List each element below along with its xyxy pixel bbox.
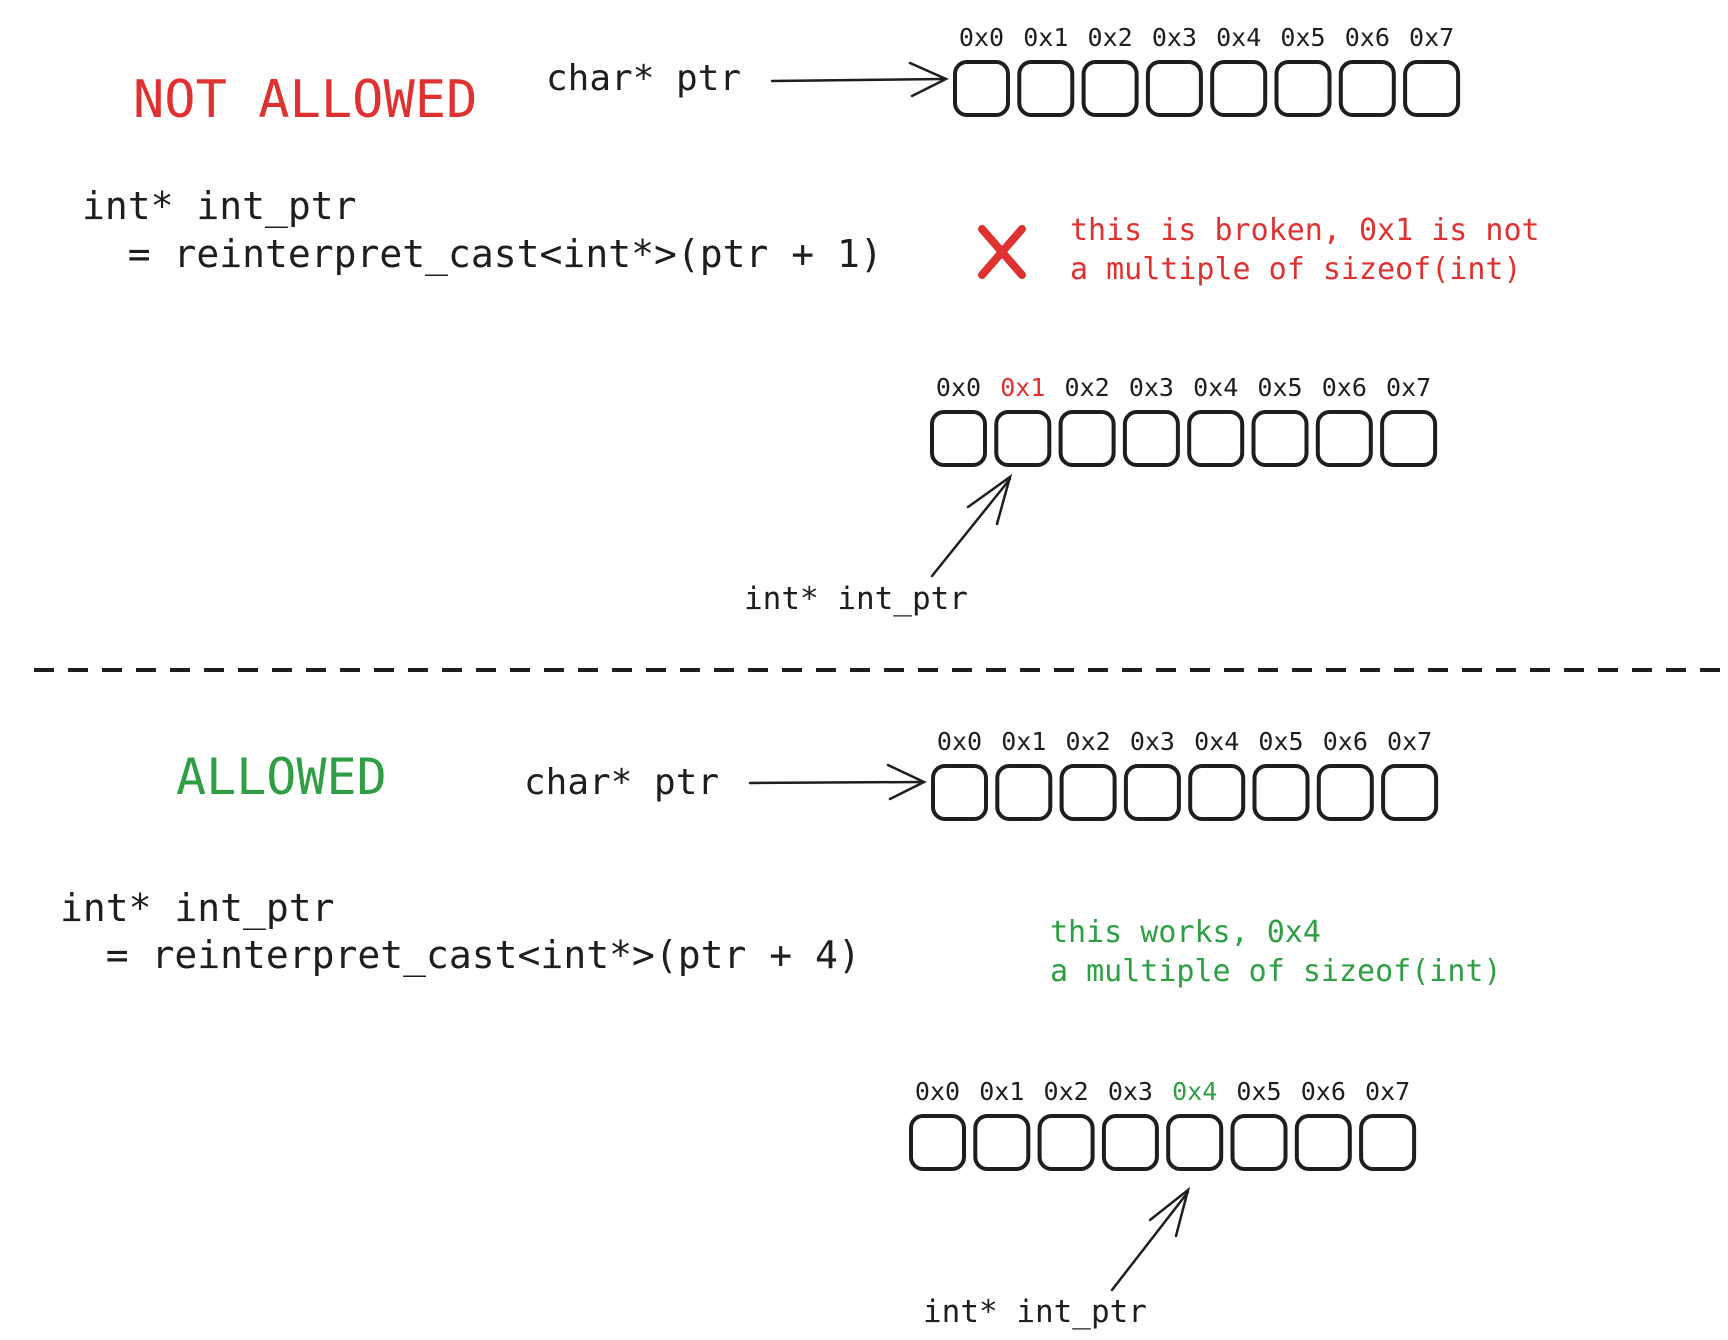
memory-cell [1274,60,1332,117]
x-mark-icon [978,225,1026,279]
memory-cell [1122,410,1180,467]
memory-cell [1145,60,1203,117]
memory-cell [1251,410,1309,467]
address-label: 0x2 [1044,1077,1089,1106]
address-label: 0x2 [1066,727,1111,756]
memory-cell [1380,410,1438,467]
memory-cell [1210,60,1268,117]
memory-cell [1187,410,1245,467]
broken-note-line1: this is broken, 0x1 is not [1070,213,1540,248]
address-label: 0x0 [915,1077,960,1106]
address-label: 0x3 [1108,1077,1153,1106]
address-label: 0x5 [1257,373,1302,402]
address-label: 0x3 [1152,23,1197,52]
address-label: 0x7 [1387,727,1432,756]
allowed-heading: ALLOWED [176,748,387,806]
memory-row-2: 0x0 0x1 0x2 0x3 0x4 0x5 0x6 0x7 [930,373,1438,467]
code-line2-allowed: = reinterpret_cast<int*>(ptr + 4) [60,933,861,978]
address-label: 0x0 [959,23,1004,52]
memory-cell [1252,764,1310,821]
int-ptr-label-not-allowed: int* int_ptr [744,581,968,617]
char-ptr-arrow-bottom [748,763,927,801]
address-label: 0x7 [1386,373,1431,402]
memory-cell [1316,764,1374,821]
address-label: 0x5 [1280,23,1325,52]
address-label: 0x7 [1409,23,1454,52]
int-ptr-arrow-allowed [1110,1186,1191,1292]
address-label: 0x6 [1345,23,1390,52]
address-label: 0x4 [1194,727,1239,756]
address-label: 0x6 [1322,373,1367,402]
broken-note-line2: a multiple of sizeof(int) [1070,252,1522,287]
memory-cell [1037,1114,1095,1171]
code-line2-not-allowed: = reinterpret_cast<int*>(ptr + 1) [82,232,883,277]
memory-cell [994,410,1052,467]
works-note-line2: a multiple of sizeof(int) [1050,954,1502,989]
memory-cell [973,1114,1031,1171]
address-label: 0x5 [1236,1077,1281,1106]
memory-row-1: 0x0 0x1 0x2 0x3 0x4 0x5 0x6 0x7 [953,23,1461,117]
memory-cell [1338,60,1396,117]
memory-cell [1315,410,1373,467]
memory-cell [1017,60,1075,117]
memory-row-4: 0x0 0x1 0x2 0x3 0x4 0x5 0x6 0x7 [909,1077,1417,1171]
address-label: 0x0 [936,373,981,402]
memory-cell [930,410,987,467]
char-ptr-label-bottom: char* ptr [524,762,719,803]
address-label: 0x1 [979,1077,1024,1106]
memory-cell [1381,764,1439,821]
address-label: 0x2 [1065,373,1110,402]
address-label: 0x1 [1000,373,1045,402]
code-line1-allowed: int* int_ptr [60,886,335,931]
works-note-line1: this works, 0x4 [1050,915,1321,950]
int-ptr-label-allowed: int* int_ptr [923,1294,1147,1330]
memory-cell [1230,1114,1288,1171]
address-label: 0x1 [1001,727,1046,756]
int-ptr-arrow-not-allowed [930,473,1013,578]
address-label: 0x4 [1193,373,1238,402]
memory-cell [1166,1114,1224,1171]
memory-cell [995,764,1053,821]
address-label: 0x4 [1216,23,1261,52]
memory-cell [1403,60,1461,117]
memory-cell [909,1114,966,1171]
memory-cell [1294,1114,1352,1171]
memory-cell [1123,764,1181,821]
address-label: 0x2 [1088,23,1133,52]
not-allowed-heading: NOT ALLOWED [133,70,477,130]
char-ptr-label-top: char* ptr [546,58,741,99]
memory-cell [1188,764,1246,821]
address-label: 0x3 [1129,373,1174,402]
address-label: 0x1 [1023,23,1068,52]
address-label: 0x6 [1301,1077,1346,1106]
address-label: 0x7 [1365,1077,1410,1106]
address-label: 0x3 [1130,727,1175,756]
address-label: 0x4 [1172,1077,1217,1106]
code-line1-not-allowed: int* int_ptr [82,184,357,229]
address-label: 0x0 [937,727,982,756]
address-label: 0x5 [1258,727,1303,756]
address-label: 0x6 [1323,727,1368,756]
memory-cell [1081,60,1139,117]
memory-cell [1058,410,1116,467]
memory-row-3: 0x0 0x1 0x2 0x3 0x4 0x5 0x6 0x7 [931,727,1439,821]
memory-cell [931,764,988,821]
memory-cell [1059,764,1117,821]
memory-cell [1101,1114,1159,1171]
char-ptr-arrow-top [770,61,949,98]
memory-cell [953,60,1010,117]
memory-cell [1359,1114,1417,1171]
